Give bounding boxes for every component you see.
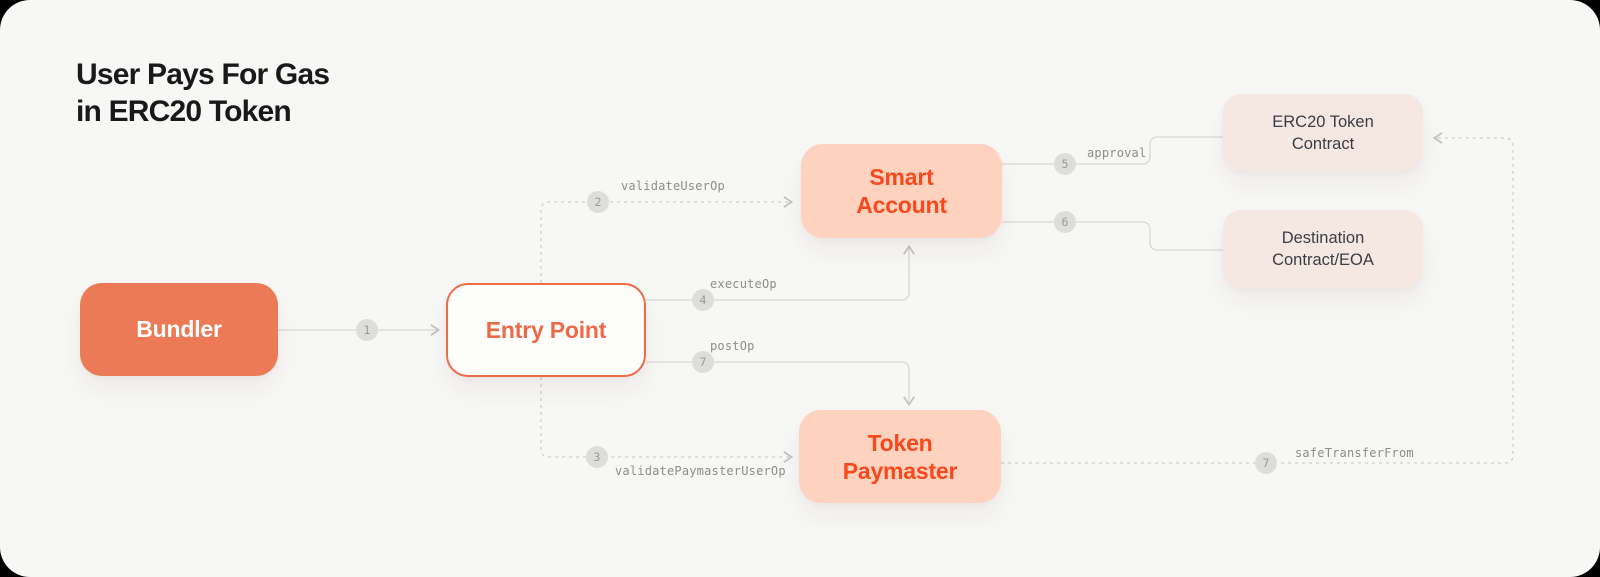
node-erc20-token-contract: ERC20 Token Contract xyxy=(1223,94,1423,171)
diagram-title-line1: User Pays For Gas xyxy=(76,58,330,91)
node-destination-contract-eoa: Destination Contract/EOA xyxy=(1223,210,1423,288)
edge-label-postop: postOp xyxy=(710,339,755,353)
node-smart-account: Smart Account xyxy=(801,144,1002,238)
step-badge-7-postop: 7 xyxy=(692,351,714,373)
step-badge-2: 2 xyxy=(587,191,609,213)
edge-label-approval: approval xyxy=(1087,146,1147,160)
edge-label-executeop: executeOp xyxy=(710,277,777,291)
step-badge-4: 4 xyxy=(692,289,714,311)
step-badge-7-safetransferfrom: 7 xyxy=(1255,452,1277,474)
edge-label-safetransferfrom: safeTransferFrom xyxy=(1295,446,1414,460)
node-token-paymaster: Token Paymaster xyxy=(799,410,1001,503)
node-erc20-token-contract-label: ERC20 Token Contract xyxy=(1272,112,1374,153)
connector-postop xyxy=(646,361,915,407)
diagram-title-line2: in ERC20 Token xyxy=(76,95,292,128)
connector-call-destination xyxy=(1002,221,1223,251)
node-entry-point: Entry Point xyxy=(446,283,646,377)
connector-approval xyxy=(1002,136,1223,165)
node-bundler-label: Bundler xyxy=(136,316,222,342)
edge-label-validateuserop: validateUserOp xyxy=(621,179,725,193)
step-badge-3: 3 xyxy=(586,446,608,468)
connector-safetransferfrom xyxy=(1001,132,1514,464)
node-bundler: Bundler xyxy=(80,283,278,376)
step-badge-6: 6 xyxy=(1054,211,1076,233)
connector-validatepaymasteruserop xyxy=(540,377,794,463)
diagram-title: User Pays For Gas in ERC20 Token xyxy=(76,56,330,130)
node-destination-contract-eoa-label: Destination Contract/EOA xyxy=(1272,229,1374,269)
node-smart-account-label: Smart Account xyxy=(856,164,947,218)
connector-validateuserop xyxy=(540,196,794,283)
connector-executeop xyxy=(646,244,915,301)
node-token-paymaster-label: Token Paymaster xyxy=(842,429,958,484)
step-badge-1: 1 xyxy=(356,319,378,341)
node-entry-point-label: Entry Point xyxy=(485,316,607,343)
step-badge-5: 5 xyxy=(1054,153,1076,175)
edge-label-validatepaymasteruserop: validatePaymasterUserOp xyxy=(615,464,786,478)
